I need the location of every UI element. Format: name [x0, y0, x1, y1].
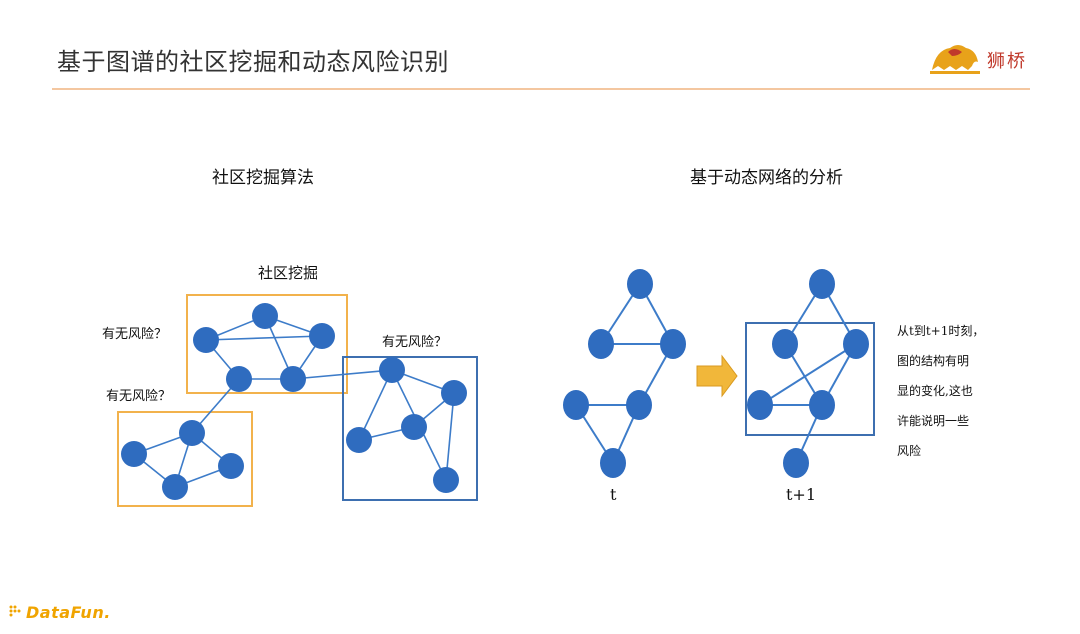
time-label-t: t: [610, 485, 617, 504]
graph-t-nodes: [563, 269, 686, 478]
graph-node: [280, 366, 306, 392]
community-box-right: [342, 356, 478, 501]
title-divider: [52, 88, 1030, 90]
lion-logo-icon: [930, 45, 980, 74]
graph-node: [843, 329, 869, 359]
brand-name: 狮桥: [987, 51, 1027, 72]
graph-node: [627, 269, 653, 299]
edge: [205, 335, 323, 341]
graph-node: [346, 427, 372, 453]
graph-node: [162, 474, 188, 500]
risk-label: 有无风险？: [106, 389, 171, 404]
edge: [292, 369, 393, 380]
graph-node: [379, 357, 405, 383]
transition-arrow-icon: [696, 354, 738, 398]
graph-node: [193, 327, 219, 353]
graph-node: [809, 390, 835, 420]
community-box-t1: [745, 322, 875, 436]
graph-t-edges: [575, 283, 674, 464]
graph-node: [747, 390, 773, 420]
graph-node: [433, 467, 459, 493]
graph-node: [772, 329, 798, 359]
risk-label: 有无风险？: [382, 335, 447, 350]
graph-node: [660, 329, 686, 359]
community-box-bottom-left: [117, 411, 253, 507]
footer-brand: DataFun.: [26, 603, 111, 622]
graph-node: [218, 453, 244, 479]
left-nodes: [121, 303, 467, 500]
community-mining-heading: 社区挖掘算法: [212, 168, 314, 188]
left-labels: 社区挖掘 有无风险？ 有无风险？ 有无风险？: [102, 264, 447, 404]
analysis-note: 从t到t+1时刻， 图的结构有明 显的变化,这也 许能说明一些 风险: [897, 324, 985, 458]
graph-node: [179, 420, 205, 446]
graph-node: [783, 448, 809, 478]
graph-node: [441, 380, 467, 406]
graph-t1-nodes: [747, 269, 869, 478]
graph-node: [809, 269, 835, 299]
graph-node: [563, 390, 589, 420]
graph-node: [626, 390, 652, 420]
graph-node: [309, 323, 335, 349]
edge: [759, 343, 857, 406]
datafun-logo-icon: [9, 605, 21, 617]
page-title: 基于图谱的社区挖掘和动态风险识别: [57, 48, 449, 76]
graph-node: [588, 329, 614, 359]
time-label-t1: t+1: [786, 485, 816, 504]
graph-node: [600, 448, 626, 478]
graph-node: [401, 414, 427, 440]
graph-node: [252, 303, 278, 329]
cluster-label: 社区挖掘: [258, 264, 318, 282]
graph-node: [226, 366, 252, 392]
graph-t1-edges: [759, 283, 857, 464]
risk-label: 有无风险？: [102, 327, 167, 342]
graph-node: [121, 441, 147, 467]
dynamic-network-heading: 基于动态网络的分析: [690, 168, 843, 188]
community-box-top: [186, 294, 348, 394]
edge: [445, 392, 455, 481]
